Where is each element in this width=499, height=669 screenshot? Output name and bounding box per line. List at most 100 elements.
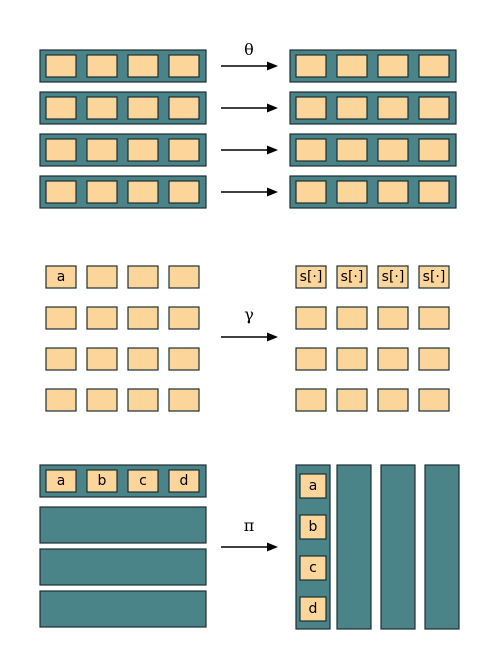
theta-output-row-1-cell-3 [377, 54, 409, 78]
gamma-output-label-4: s[·] [423, 269, 446, 285]
gamma-output-cell-r3-c2 [336, 347, 368, 371]
theta-input-row-4-cell-2 [86, 180, 118, 204]
gamma-output-cell-r1-c2 [336, 265, 368, 289]
pi-output-cell-3 [299, 555, 327, 581]
gamma-input-cell-r1-c1 [45, 265, 77, 289]
theta-arrow-1-head [267, 61, 278, 71]
gamma-output-cell-r2-c3 [377, 306, 409, 330]
theta-input-row-4-cell-4 [168, 180, 200, 204]
theta-output-row-1-cell-1 [295, 54, 327, 78]
theta-arrow-2-head [267, 103, 278, 113]
theta-arrow-3-head [267, 145, 278, 155]
theta-arrow-4 [221, 187, 278, 197]
theta-input-row-4-cell-1 [45, 180, 77, 204]
gamma-output-label-1: s[·] [300, 269, 323, 285]
theta-input-row-1-cell-3 [127, 54, 159, 78]
theta-output-row-4-cell-2 [336, 180, 368, 204]
theta-output-row-2-cell-3 [377, 96, 409, 120]
gamma-input-label-a: a [57, 269, 66, 285]
theta-output-row-1-cell-4 [418, 54, 450, 78]
theta-input-row-1-cell-2 [86, 54, 118, 78]
theta-output-row-3-cell-4 [418, 138, 450, 162]
pi-output-cell-1 [299, 473, 327, 499]
theta-operator-label: θ [244, 40, 254, 59]
theta-output-row-2-cell-2 [336, 96, 368, 120]
gamma-output-label-2: s[·] [341, 269, 364, 285]
gamma-output-cell-r2-c2 [336, 306, 368, 330]
pi-output-cell-4 [299, 596, 327, 622]
theta-input-row-3-cell-3 [127, 138, 159, 162]
pi-input-row-3 [39, 548, 207, 586]
gamma-input-cell-r1-c2 [86, 265, 118, 289]
theta-arrow-4-head [267, 187, 278, 197]
theta-input-row-2-cell-1 [45, 96, 77, 120]
gamma-input-cell-r3-c3 [127, 347, 159, 371]
pi-output-column-2 [336, 464, 372, 630]
theta-input-row-1-cell-1 [45, 54, 77, 78]
theta-arrow-1 [221, 61, 278, 71]
theta-input-row-4-cell-3 [127, 180, 159, 204]
theta-output-row-3-cell-3 [377, 138, 409, 162]
pi-output-label-1: a [309, 478, 318, 494]
gamma-input-cell-r1-c4 [168, 265, 200, 289]
gamma-input-cell-r2-c2 [86, 306, 118, 330]
gamma-output-cell-r4-c1 [295, 388, 327, 412]
gamma-input-cell-r3-c4 [168, 347, 200, 371]
theta-output-row-3-cell-1 [295, 138, 327, 162]
gamma-arrow-head [267, 332, 278, 342]
pi-input-cell-4 [168, 469, 200, 493]
gamma-output-label-3: s[·] [382, 269, 405, 285]
theta-output-row-3-cell-2 [336, 138, 368, 162]
pi-arrow-head [267, 542, 278, 552]
pi-output-label-2: b [309, 519, 318, 535]
theta-input-row-3-cell-4 [168, 138, 200, 162]
gamma-input-cell-r2-c1 [45, 306, 77, 330]
pi-input-cell-1 [45, 469, 77, 493]
pi-input-label-2: b [98, 473, 107, 489]
gamma-output-cell-r4-c2 [336, 388, 368, 412]
gamma-input-cell-r3-c2 [86, 347, 118, 371]
gamma-output-cell-r2-c1 [295, 306, 327, 330]
gamma-input-cell-r4-c4 [168, 388, 200, 412]
theta-arrow-2 [221, 103, 278, 113]
theta-input-row-3-cell-1 [45, 138, 77, 162]
gamma-input-cell-r1-c3 [127, 265, 159, 289]
pi-input-row-2 [39, 506, 207, 544]
pi-output-label-4: d [309, 601, 318, 617]
pi-output-label-3: c [309, 560, 317, 576]
gamma-operator-label: γ [244, 305, 254, 324]
gamma-input-cell-r4-c2 [86, 388, 118, 412]
theta-arrow-3 [221, 145, 278, 155]
pi-operator-label: π [244, 516, 255, 535]
theta-output-row-4-cell-3 [377, 180, 409, 204]
theta-output-row-2-cell-4 [418, 96, 450, 120]
gamma-input-cell-r3-c1 [45, 347, 77, 371]
gamma-input-cell-r4-c1 [45, 388, 77, 412]
pi-output-column-3 [380, 464, 416, 630]
theta-input-row-2-cell-4 [168, 96, 200, 120]
gamma-output-cell-r1-c3 [377, 265, 409, 289]
theta-output-row-4-cell-4 [418, 180, 450, 204]
theta-output-row-4-cell-1 [295, 180, 327, 204]
gamma-output-cell-r3-c4 [418, 347, 450, 371]
pi-output-cell-2 [299, 514, 327, 540]
gamma-output-cell-r2-c4 [418, 306, 450, 330]
pi-input-cell-2 [86, 469, 118, 493]
pi-input-label-4: d [180, 473, 189, 489]
gamma-output-cell-r3-c3 [377, 347, 409, 371]
gamma-input-cell-r4-c3 [127, 388, 159, 412]
gamma-output-cell-r4-c3 [377, 388, 409, 412]
gamma-output-cell-r1-c4 [418, 265, 450, 289]
pi-input-label-3: c [139, 473, 147, 489]
theta-section: θ [39, 40, 457, 209]
theta-output-row-1-cell-2 [336, 54, 368, 78]
gamma-output-cell-r4-c4 [418, 388, 450, 412]
gamma-output-cell-r3-c1 [295, 347, 327, 371]
gamma-section: a s[·] s[·] s[·] s[·] γ [45, 265, 450, 412]
pi-arrow [221, 542, 278, 552]
theta-output-row-2-cell-1 [295, 96, 327, 120]
gamma-output-cell-r1-c1 [295, 265, 327, 289]
gamma-input-cell-r2-c4 [168, 306, 200, 330]
